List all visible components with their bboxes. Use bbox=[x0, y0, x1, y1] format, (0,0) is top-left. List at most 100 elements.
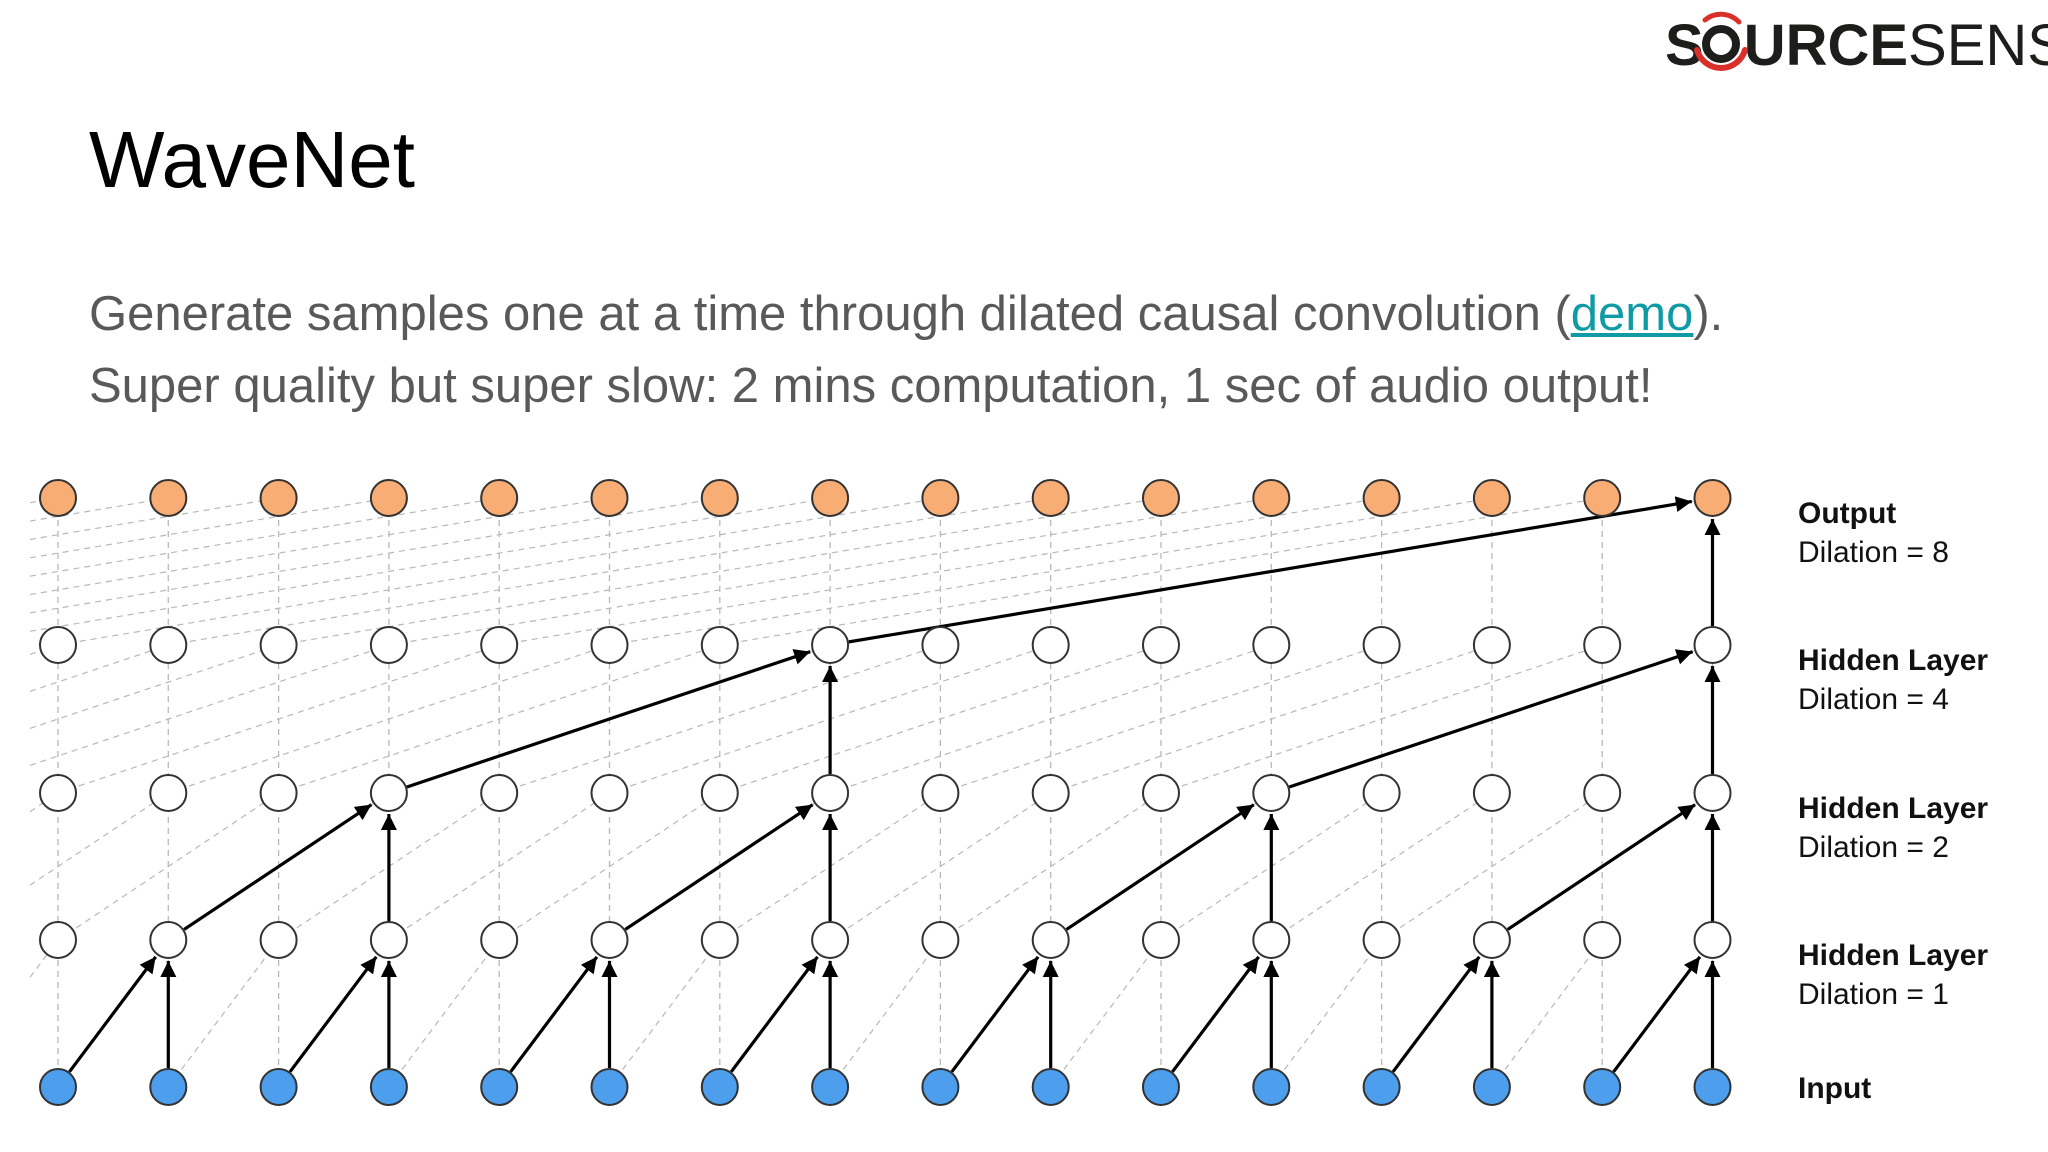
dashed-diagonal-line bbox=[57, 792, 279, 941]
input-node bbox=[149, 1068, 188, 1106]
output-node bbox=[590, 479, 629, 517]
hidden-node bbox=[39, 626, 77, 664]
hidden-node bbox=[1031, 774, 1070, 812]
dashed-diagonal-line bbox=[1050, 939, 1162, 1088]
input-node bbox=[1693, 1068, 1732, 1106]
dashed-diagonal-line bbox=[1160, 644, 1603, 794]
layer-name-label: Output bbox=[1798, 497, 1896, 530]
dashed-diagonal-line bbox=[829, 792, 1052, 941]
dashed-diagonal-line bbox=[29, 497, 500, 577]
slide-body: Generate samples one at a time through d… bbox=[89, 278, 1723, 422]
hidden-node bbox=[1583, 921, 1622, 959]
hidden-node bbox=[369, 774, 408, 812]
hidden-node bbox=[1472, 774, 1511, 812]
dashed-diagonal-line bbox=[940, 644, 1382, 794]
hidden-node bbox=[1472, 921, 1511, 959]
body-line-1-end: ). bbox=[1693, 287, 1724, 341]
layer-name-label: Hidden Layer bbox=[1798, 644, 1988, 677]
dashed-diagonal-line bbox=[829, 644, 1272, 794]
hidden-node bbox=[1693, 774, 1732, 812]
input-node bbox=[1252, 1068, 1291, 1106]
layer-name-label: Hidden Layer bbox=[1798, 792, 1988, 825]
hidden-node bbox=[921, 774, 960, 812]
dashed-diagonal-line bbox=[167, 939, 280, 1088]
dashed-diagonal-line bbox=[1381, 792, 1603, 941]
layer-dilation-label: Dilation = 2 bbox=[1798, 831, 1949, 864]
dashed-diagonal-line bbox=[719, 644, 1162, 794]
hidden-node bbox=[1583, 626, 1622, 664]
output-node bbox=[480, 479, 519, 517]
hidden-node bbox=[39, 921, 77, 959]
hidden-node bbox=[259, 921, 298, 959]
connection-arrow bbox=[1065, 803, 1255, 931]
dashed-diagonal-line bbox=[278, 644, 720, 794]
hidden-node bbox=[921, 626, 960, 664]
connection-arrow bbox=[183, 803, 373, 931]
slide-title: WaveNet bbox=[89, 115, 416, 204]
layer-dilation-label: Dilation = 1 bbox=[1798, 978, 1949, 1011]
dashed-diagonal-line bbox=[29, 497, 169, 522]
dashed-diagonal-line bbox=[388, 939, 500, 1088]
input-node bbox=[590, 1068, 629, 1106]
dashed-diagonal-line bbox=[29, 497, 831, 632]
hidden-node bbox=[811, 774, 850, 812]
dashed-diagonal-line bbox=[1050, 644, 1493, 794]
logo-o-mark bbox=[1694, 11, 1748, 71]
output-node bbox=[1583, 479, 1622, 517]
hidden-node bbox=[1362, 626, 1401, 664]
dashed-diagonal-line bbox=[29, 792, 169, 886]
dashed-diagonal-line bbox=[940, 792, 1162, 941]
connection-arrow bbox=[509, 955, 599, 1073]
dashed-diagonal-line bbox=[609, 939, 721, 1088]
output-node bbox=[369, 479, 408, 517]
input-node bbox=[369, 1068, 408, 1106]
dashed-diagonal-line bbox=[29, 644, 390, 766]
dashed-diagonal-line bbox=[498, 792, 721, 941]
hidden-node bbox=[480, 774, 519, 812]
input-node bbox=[259, 1068, 298, 1106]
connection-arrow bbox=[1506, 803, 1696, 931]
hidden-node bbox=[1142, 921, 1180, 959]
hidden-node bbox=[1362, 921, 1401, 959]
hidden-node bbox=[811, 921, 850, 959]
hidden-node bbox=[1583, 774, 1622, 812]
dashed-diagonal-line bbox=[499, 644, 941, 794]
input-node bbox=[811, 1068, 850, 1106]
logo-text: SURCESENSE bbox=[1665, 13, 2048, 78]
logo-text-sense: SENSE bbox=[1908, 13, 2048, 78]
dashed-diagonal-line bbox=[829, 939, 941, 1088]
demo-link[interactable]: demo bbox=[1570, 287, 1694, 341]
output-node bbox=[1031, 479, 1070, 517]
connection-arrow bbox=[1391, 955, 1481, 1073]
hidden-node bbox=[700, 626, 739, 664]
connection-arrow bbox=[624, 803, 814, 931]
output-node bbox=[1693, 479, 1732, 517]
dashed-diagonal-line bbox=[1270, 939, 1383, 1088]
hidden-node bbox=[1362, 774, 1401, 812]
hidden-node bbox=[921, 921, 960, 959]
dashed-diagonal-line bbox=[1270, 792, 1493, 941]
hidden-node bbox=[1142, 626, 1180, 664]
dashed-diagonal-line bbox=[168, 644, 610, 794]
hidden-node bbox=[1693, 921, 1732, 959]
hidden-node bbox=[39, 774, 77, 812]
output-node bbox=[811, 479, 850, 517]
output-node bbox=[39, 479, 77, 517]
connection-arrow bbox=[848, 496, 1693, 644]
hidden-node bbox=[480, 626, 519, 664]
hidden-node bbox=[1693, 626, 1732, 664]
output-node bbox=[700, 479, 739, 517]
hidden-node bbox=[590, 626, 629, 664]
input-node bbox=[39, 1068, 77, 1106]
output-node bbox=[1472, 479, 1511, 517]
hidden-node bbox=[1252, 921, 1291, 959]
output-node bbox=[149, 479, 188, 517]
connection-arrow bbox=[68, 955, 157, 1073]
hidden-node bbox=[1142, 774, 1180, 812]
output-node bbox=[1252, 479, 1291, 517]
dashed-diagonal-line bbox=[29, 497, 610, 596]
output-node bbox=[1142, 479, 1180, 517]
logo-text-urce: URCE bbox=[1744, 13, 1908, 78]
hidden-node bbox=[149, 921, 188, 959]
